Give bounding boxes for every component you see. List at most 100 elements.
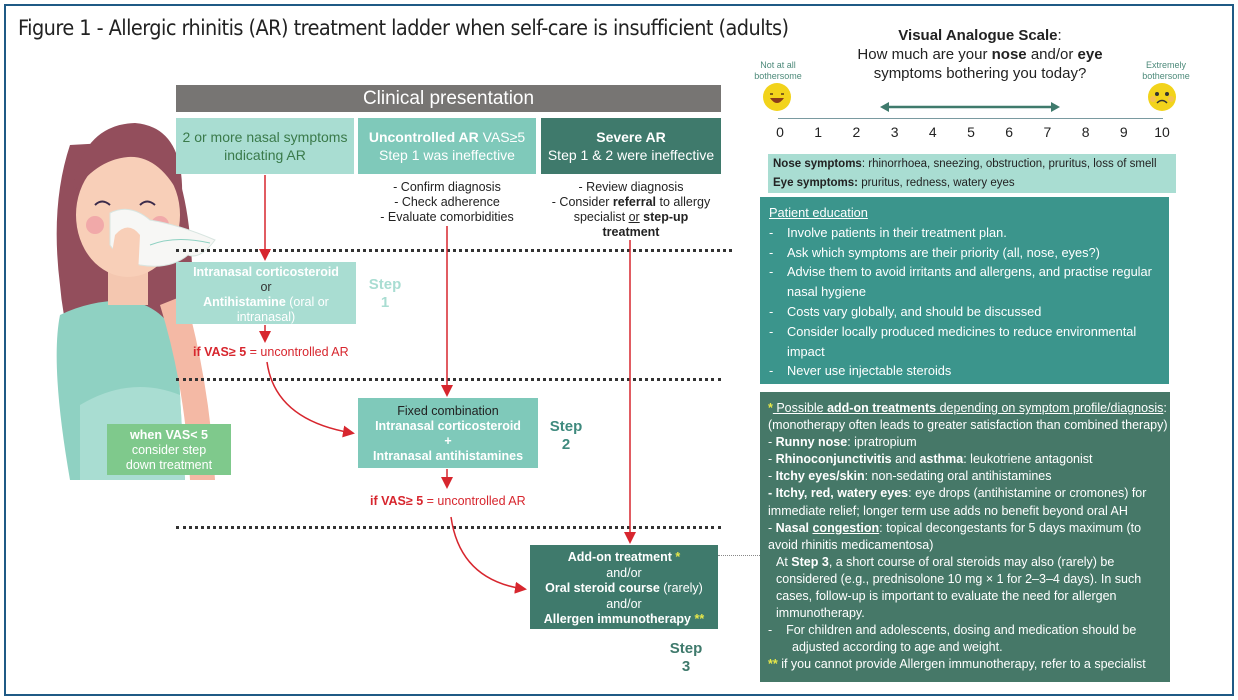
t: asthma (919, 452, 964, 467)
addon-treatments-box: * Possible add-on treatments depending o… (760, 392, 1170, 682)
vas-tick-label: 7 (1043, 124, 1052, 140)
double-star-icon: ** (694, 612, 705, 626)
stepdown-line2: consider step (131, 443, 207, 457)
t: and/or (1026, 46, 1078, 63)
hand (110, 227, 140, 277)
step3-line5: Allergen immunotherapy ** (530, 612, 718, 628)
step2-line3: + (444, 434, 452, 448)
clinical-presentation-header: Clinical presentation (176, 85, 721, 112)
t: (rarely) (659, 581, 703, 595)
col3-line2: Step 1 & 2 were ineffective (547, 147, 715, 163)
vas-range-arrow (880, 102, 1060, 112)
col3-line1: Severe AR (596, 129, 666, 145)
step3-treatment-box: Add-on treatment * and/or Oral steroid c… (530, 545, 718, 629)
uncontrolled-ar-notes: - Confirm diagnosis - Check adherence - … (358, 180, 536, 225)
arrow-vas1-to-step2 (266, 361, 355, 438)
step1-line1: Intranasal corticosteroid (193, 265, 339, 279)
vas-left-label: Not at all bothersome (748, 60, 808, 82)
note-item: specialist or step-up (541, 210, 721, 225)
vas-question-line2: symptoms bothering you today? (873, 65, 1087, 82)
t: if you cannot provide Allergen immunothe… (777, 657, 1146, 672)
step-word: Step (549, 418, 583, 435)
note-item: treatment (602, 225, 660, 239)
t: bothersome (1142, 71, 1190, 81)
t: = uncontrolled AR (423, 494, 526, 508)
t: : (1163, 401, 1167, 415)
step3-line3: Oral steroid course (rarely) (530, 581, 718, 597)
star-icon: * (675, 550, 681, 564)
step3-line4: and/or (606, 596, 642, 611)
addon-item: - Itchy, red, watery eyes: eye drops (an… (768, 486, 1147, 518)
note-item: - Confirm diagnosis (393, 180, 501, 194)
step-separator-2 (176, 378, 721, 381)
symptoms-box: Nose symptoms: rhinorrhoea, sneezing, ob… (768, 154, 1176, 193)
vas-axis-line (778, 118, 1163, 119)
presentation-nasal-symptoms: 2 or more nasal symptoms indicating AR (176, 118, 354, 174)
t: : topical decongestants for 5 days maxim… (768, 520, 1142, 552)
step2-line1: Fixed combination (397, 404, 499, 418)
step-separator-3 (176, 526, 721, 529)
t: specialist (573, 210, 629, 224)
step2-line2: Intranasal corticosteroid (375, 419, 521, 433)
t: For children and adolescents, dosing and… (786, 623, 1137, 655)
presentation-severe-ar: Severe AR Step 1 & 2 were ineffective (541, 118, 721, 174)
step1-vas-condition: if VAS≥ 5 = uncontrolled AR (193, 345, 349, 359)
step1-line4: intranasal) (236, 310, 296, 324)
t: Oral steroid course (545, 581, 660, 595)
t: Step 3 (791, 554, 829, 569)
note-item: - Evaluate comorbidities (380, 210, 514, 224)
step-num: 3 (681, 658, 691, 675)
eye-label: Eye symptoms: (773, 177, 859, 189)
t: = uncontrolled AR (246, 345, 349, 359)
star-icon: * (768, 401, 773, 415)
step3-label: Step 3 (666, 640, 706, 676)
t: Antihistamine (203, 295, 286, 309)
step1-line3: Antihistamine (oral or (176, 295, 356, 310)
t: nose (991, 46, 1027, 63)
t: : leukotriene antagonist (963, 452, 1093, 467)
t: depending on symptom profile/diagnosis (936, 401, 1164, 415)
vas-tick-label: 8 (1081, 124, 1090, 140)
col2-line2: Step 1 was ineffective (379, 147, 515, 163)
step-num: 1 (380, 294, 390, 311)
nose-text: : rhinorrhoea, sneezing, obstruction, pr… (861, 158, 1157, 170)
vas-tick-label: 10 (1154, 124, 1170, 140)
vas-tick-label: 1 (814, 124, 823, 140)
col2-bold: Uncontrolled AR (368, 129, 479, 145)
t: Itchy eyes/skin (775, 469, 865, 484)
presentation-uncontrolled-ar: Uncontrolled AR VAS≥5 Step 1 was ineffec… (358, 118, 536, 174)
t: step-up (639, 210, 689, 224)
t: referral (612, 195, 657, 209)
step3-line1: Add-on treatment * (530, 550, 718, 566)
step3-line2: and/or (606, 565, 642, 580)
happy-face-icon (763, 83, 791, 111)
step1-treatment-box: Intranasal corticosteroid or Antihistami… (176, 262, 356, 324)
patient-education-heading: Patient education (769, 205, 868, 220)
t: : ipratropium (847, 435, 917, 450)
t: Rhinoconjunctivitis (775, 452, 892, 467)
vas-tick-label: 0 (776, 124, 784, 140)
note-item: - Review diagnosis (578, 180, 684, 194)
t: Possible (772, 401, 828, 415)
nose-label: Nose symptoms (773, 158, 862, 170)
addon-item: - Itchy eyes/skin: non-sedating oral ant… (768, 469, 1052, 484)
vas-tick-label: 3 (890, 124, 899, 140)
addon-item: - Nasal congestion: topical decongestant… (768, 520, 1142, 552)
step1-line2: or (260, 280, 272, 294)
vas-tick-label: 2 (852, 124, 861, 140)
note-item: - Check adherence (394, 195, 500, 209)
step2-treatment-box: Fixed combination Intranasal corticoster… (358, 398, 538, 468)
education-item: Advise them to avoid irritants and aller… (769, 262, 1169, 302)
double-star-icon: ** (768, 657, 778, 672)
t: Itchy, red, watery eyes (775, 486, 909, 501)
col1-line1: 2 or more nasal symptoms (182, 129, 348, 145)
step2-label: Step 2 (546, 418, 586, 454)
t: Runny nose (775, 435, 848, 450)
t: Not at all (760, 60, 796, 70)
left-cheek (86, 216, 104, 234)
t: add-on treatments (827, 401, 937, 415)
vas-tick-label: 6 (1005, 124, 1014, 140)
t: Nasal (775, 520, 813, 535)
addon-step3-note: At Step 3, a short course of oral steroi… (768, 554, 1170, 622)
t: , a short course of oral steroids may al… (776, 554, 1142, 621)
